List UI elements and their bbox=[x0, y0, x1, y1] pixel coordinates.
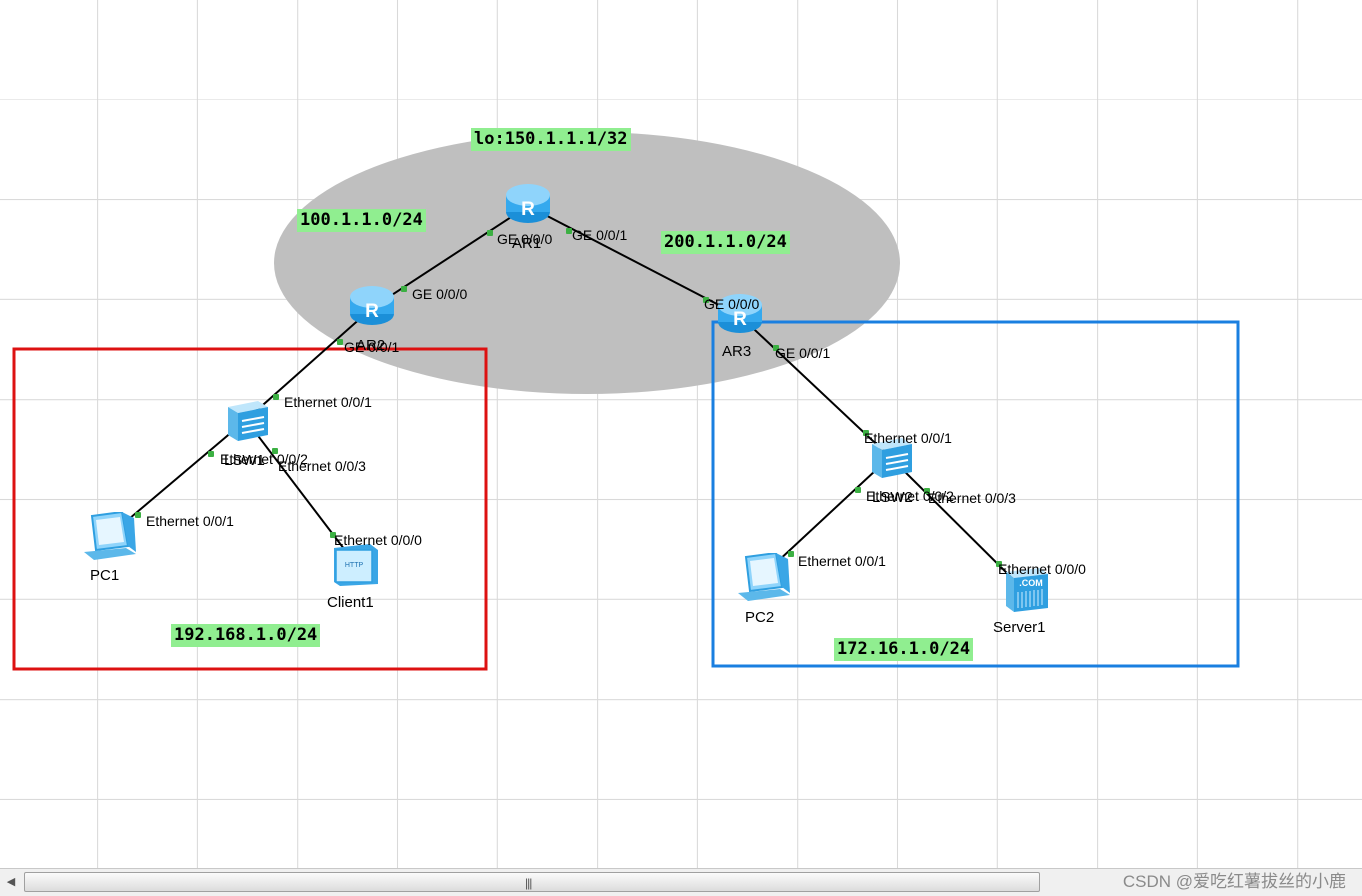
network-label-loopback[interactable]: lo:150.1.1.1/32 bbox=[471, 128, 631, 151]
topology-canvas[interactable]: R R R HTTP bbox=[0, 0, 1362, 868]
watermark: CSDN @爱吃红薯拔丝的小鹿 bbox=[1122, 872, 1346, 891]
port-dot bbox=[272, 448, 278, 454]
port-dot bbox=[135, 512, 141, 518]
device-label-client1: Client1 bbox=[327, 594, 374, 611]
link-ar2-lsw1[interactable] bbox=[245, 307, 373, 421]
device-label-ar2: AR2 bbox=[356, 337, 386, 354]
router-icon[interactable]: R bbox=[348, 283, 396, 327]
lan2-boundary[interactable] bbox=[711, 320, 1240, 668]
svg-text:.COM: .COM bbox=[1019, 578, 1043, 588]
grip-icon: ||| bbox=[525, 876, 532, 890]
device-label-lsw2: LSW2 bbox=[872, 489, 913, 506]
port-dot bbox=[996, 561, 1002, 567]
port-dot bbox=[337, 339, 343, 345]
port-label-ar3-g0: GE 0/0/0 bbox=[704, 296, 760, 312]
port-dot bbox=[330, 532, 336, 538]
device-label-server1: Server1 bbox=[993, 619, 1046, 636]
port-label-lsw2-e2: Ethernet 0/0/2 bbox=[866, 488, 954, 504]
router-icon[interactable]: R bbox=[716, 291, 764, 335]
port-dot bbox=[401, 286, 407, 292]
port-label-ar2-g0: GE 0/0/0 bbox=[412, 286, 468, 302]
port-label-ar2-g1: GE 0/0/1 bbox=[344, 339, 400, 355]
network-label-lan1[interactable]: 192.168.1.0/24 bbox=[171, 624, 321, 647]
port-label-pc1-e1: Ethernet 0/0/1 bbox=[146, 513, 234, 529]
port-dot bbox=[566, 228, 572, 234]
horizontal-scrollbar[interactable]: ◀ ||| CSDN @爱吃红薯拔丝的小鹿 bbox=[0, 868, 1362, 896]
device-label-pc2: PC2 bbox=[745, 609, 775, 626]
port-label-ar3-g1: GE 0/0/1 bbox=[775, 345, 831, 361]
router-icon[interactable]: R bbox=[504, 181, 552, 225]
port-label-lsw2-e3: Ethernet 0/0/3 bbox=[928, 490, 1016, 506]
pc-icon[interactable] bbox=[82, 512, 138, 564]
device-label-pc1: PC1 bbox=[90, 567, 120, 584]
svg-text:R: R bbox=[733, 309, 747, 330]
port-dot bbox=[924, 488, 930, 494]
port-dot bbox=[788, 551, 794, 557]
switch-icon[interactable] bbox=[868, 436, 914, 480]
port-dot bbox=[703, 297, 709, 303]
port-label-lsw2-e1: Ethernet 0/0/1 bbox=[864, 430, 952, 446]
network-label-ar1-ar2[interactable]: 100.1.1.0/24 bbox=[297, 209, 426, 232]
port-dot bbox=[863, 430, 869, 436]
device-label-lsw1: LSW1 bbox=[224, 452, 265, 469]
network-label-lan2[interactable]: 172.16.1.0/24 bbox=[834, 638, 974, 661]
port-dot bbox=[773, 345, 779, 351]
server-icon[interactable]: .COM bbox=[1002, 566, 1050, 614]
network-label-ar1-ar3[interactable]: 200.1.1.0/24 bbox=[661, 231, 790, 254]
port-dot bbox=[273, 394, 279, 400]
http-client-icon[interactable]: HTTP bbox=[330, 542, 380, 588]
device-label-ar1: AR1 bbox=[512, 235, 542, 252]
port-label-ar1-g1: GE 0/0/1 bbox=[572, 227, 628, 243]
port-dot bbox=[855, 487, 861, 493]
port-label-lsw1-e2: Ethernet 0/0/2 bbox=[220, 451, 308, 467]
link-lsw2-server1[interactable] bbox=[889, 456, 1025, 591]
pc-icon[interactable] bbox=[736, 553, 792, 605]
port-label-lsw1-e3: Ethernet 0/0/3 bbox=[278, 458, 366, 474]
port-label-server1-e0: Ethernet 0/0/0 bbox=[998, 561, 1086, 577]
scroll-left-arrow-icon[interactable]: ◀ bbox=[6, 876, 16, 888]
topology-drawing bbox=[12, 132, 1240, 671]
device-label-ar3: AR3 bbox=[722, 343, 752, 360]
scrollbar-thumb[interactable]: ||| bbox=[24, 872, 1040, 892]
svg-text:R: R bbox=[521, 199, 535, 220]
link-lsw2-pc2[interactable] bbox=[761, 456, 891, 577]
port-label-ar1-g0: GE 0/0/0 bbox=[497, 231, 553, 247]
svg-text:HTTP: HTTP bbox=[345, 562, 364, 569]
port-label-pc2-e1: Ethernet 0/0/1 bbox=[798, 553, 886, 569]
link-lsw1-pc1[interactable] bbox=[109, 419, 247, 536]
port-label-client1-e0: Ethernet 0/0/0 bbox=[334, 532, 422, 548]
svg-text:R: R bbox=[365, 301, 379, 322]
port-dot bbox=[208, 451, 214, 457]
lan1-boundary[interactable] bbox=[12, 347, 488, 671]
port-label-lsw1-e1: Ethernet 0/0/1 bbox=[284, 394, 372, 410]
switch-icon[interactable] bbox=[224, 399, 270, 443]
links bbox=[109, 205, 1025, 591]
port-dot bbox=[487, 230, 493, 236]
link-ar1-ar2[interactable] bbox=[371, 205, 529, 309]
link-lsw1-client1[interactable] bbox=[245, 419, 355, 563]
